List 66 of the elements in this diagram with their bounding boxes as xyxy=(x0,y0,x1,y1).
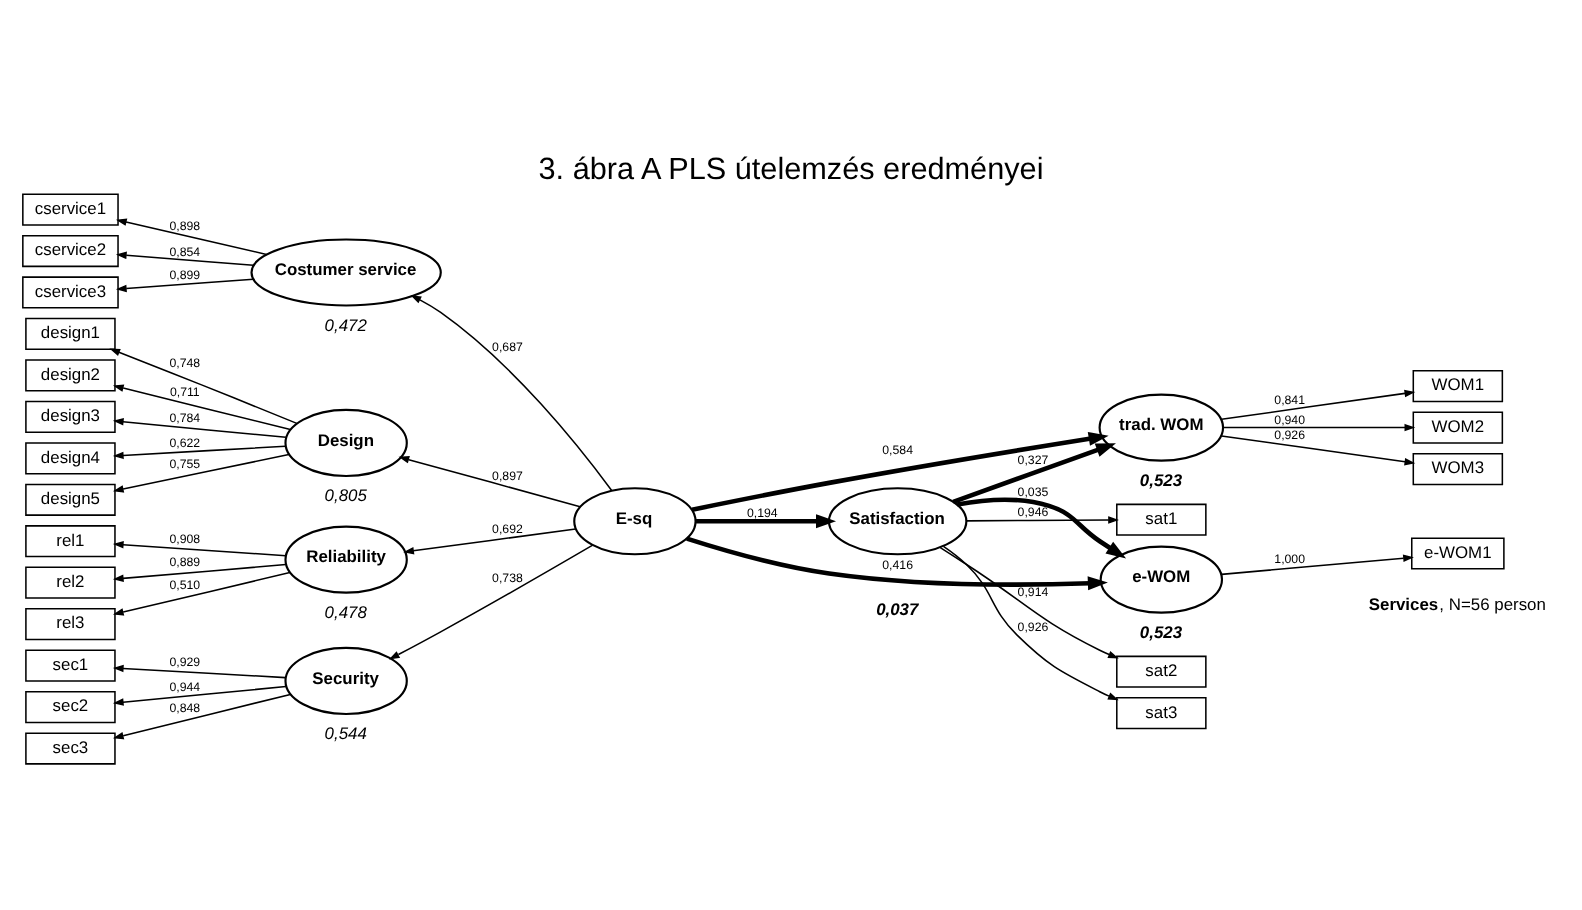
node-box: sat1 xyxy=(1116,502,1207,535)
node-box: sec3 xyxy=(25,731,116,764)
node-label: 0,478 xyxy=(324,600,367,621)
node-label: 0,544 xyxy=(324,721,367,742)
node-box: design5 xyxy=(25,482,116,515)
arrow xyxy=(956,496,1127,558)
arrow xyxy=(398,455,581,507)
node-box: design2 xyxy=(25,358,116,391)
arrow xyxy=(112,452,290,492)
arrow xyxy=(115,277,255,292)
arrow xyxy=(112,417,287,438)
arrow xyxy=(939,545,1119,658)
arrow xyxy=(115,217,268,255)
arrow xyxy=(686,535,1108,590)
diagram-title: 3. ábra A PLS útelemzés eredményei xyxy=(538,151,1044,186)
arrow xyxy=(410,294,613,491)
node-box: design1 xyxy=(25,316,116,350)
node-box: cservice2 xyxy=(22,233,119,267)
arrow xyxy=(115,250,255,266)
arrow xyxy=(112,562,287,582)
arrow xyxy=(112,539,287,556)
arrow xyxy=(112,692,292,739)
arrow xyxy=(1220,553,1414,575)
node-box: sec2 xyxy=(25,689,116,723)
node-ellipse: Security xyxy=(284,645,408,715)
node-box: cservice1 xyxy=(22,192,119,225)
arrow xyxy=(942,544,1119,700)
node-ellipse: Reliability xyxy=(284,524,408,593)
arrow xyxy=(109,347,298,424)
arrow xyxy=(112,684,287,705)
node-box: design3 xyxy=(25,399,116,432)
node-box: WOM2 xyxy=(1412,410,1504,443)
arrow xyxy=(112,444,287,459)
arrow xyxy=(696,513,837,528)
node-ellipse: e-WOM xyxy=(1099,544,1224,613)
node-label: 0,805 xyxy=(324,483,367,504)
arrow xyxy=(1222,422,1416,431)
node-label: 0,523 xyxy=(1139,468,1183,489)
arrow xyxy=(965,515,1119,523)
node-box: e-WOM1 xyxy=(1411,536,1505,569)
node-box: WOM3 xyxy=(1412,451,1504,485)
arrow xyxy=(952,442,1116,503)
arrow xyxy=(112,383,292,430)
arrow xyxy=(1220,388,1416,420)
arrow xyxy=(691,430,1109,511)
node-box: sec1 xyxy=(25,648,116,681)
arrow xyxy=(112,663,287,678)
node-box: sat3 xyxy=(1116,696,1207,729)
node-ellipse: E-sq xyxy=(573,486,697,555)
node-box: rel1 xyxy=(25,524,116,557)
node-box: rel2 xyxy=(25,565,116,598)
node-box: rel3 xyxy=(25,607,116,640)
label: Services, N=56 person xyxy=(1368,593,1546,614)
arrow xyxy=(403,527,577,554)
node-box: cservice3 xyxy=(22,275,119,308)
node-box: design4 xyxy=(25,441,116,474)
node-label: 0,472 xyxy=(324,313,367,334)
node-label: 0,523 xyxy=(1139,620,1183,641)
node-ellipse: Satisfaction xyxy=(827,486,968,555)
node-ellipse: trad. WOM xyxy=(1098,392,1225,461)
arrow xyxy=(388,543,594,659)
arrow xyxy=(112,570,291,615)
node-box: WOM1 xyxy=(1412,369,1504,402)
node-box: sat2 xyxy=(1116,654,1207,687)
node-label: 0,037 xyxy=(876,597,919,618)
arrow xyxy=(1220,434,1416,465)
